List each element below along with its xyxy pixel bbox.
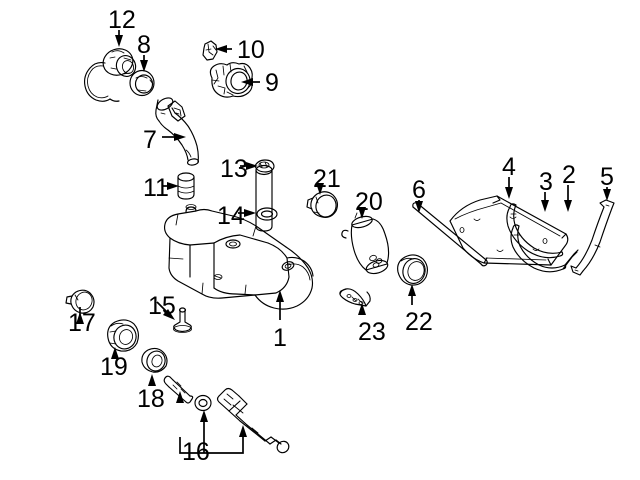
leader-12 [115, 30, 123, 47]
callout-label-16: 16 [182, 438, 210, 466]
leader-19 [111, 347, 119, 359]
callout-label-21: 21 [313, 165, 341, 193]
callout-label-3: 3 [539, 168, 553, 196]
leader-20 [358, 207, 366, 219]
part-tank-strap-front [506, 203, 564, 259]
callout-label-11: 11 [143, 174, 169, 202]
callout-label-23: 23 [358, 318, 386, 346]
part-drain-plug [173, 307, 192, 333]
leader-16 [176, 391, 247, 454]
part-bushing [141, 347, 168, 373]
part-filler-cap-ring [129, 69, 155, 97]
callout-label-20: 20 [355, 188, 383, 216]
part-grommet-large [107, 319, 140, 352]
callout-label-15: 15 [148, 292, 176, 320]
callout-label-2: 2 [562, 161, 576, 189]
callout-label-5: 5 [600, 163, 614, 191]
part-curved-bracket [570, 199, 615, 276]
leader-17 [76, 307, 84, 324]
callout-label-7: 7 [143, 126, 157, 154]
callout-label-13: 13 [220, 155, 248, 183]
leader-10 [215, 45, 232, 53]
part-fuel-filter [341, 211, 390, 275]
leader-21 [316, 183, 324, 195]
leader-5 [603, 187, 611, 201]
leader-14 [238, 209, 256, 217]
leader-22 [408, 284, 416, 305]
callout-label-17: 17 [68, 309, 96, 337]
callout-label-1: 1 [273, 324, 287, 352]
leader-4 [505, 177, 513, 199]
leader-23 [358, 303, 366, 315]
callout-label-6: 6 [412, 176, 426, 204]
part-fuel-cap-tether [83, 48, 137, 102]
part-filler-neck [155, 97, 200, 166]
leader-2 [564, 185, 572, 212]
leader-18 [148, 374, 156, 386]
part-support-rod [412, 202, 488, 267]
leader-8 [140, 55, 148, 72]
leader-13 [240, 162, 258, 170]
part-seal-oring [256, 207, 278, 221]
callout-label-18: 18 [137, 385, 165, 413]
part-pump-clip [202, 40, 218, 61]
leader-11 [163, 182, 179, 190]
callout-label-12: 12 [108, 6, 136, 34]
part-heat-shield [449, 195, 569, 266]
part-tank-strap-rear [510, 224, 579, 273]
leader-1 [276, 290, 284, 320]
part-fuel-tank [163, 204, 314, 310]
leader-3 [541, 192, 549, 212]
leader-6 [415, 200, 423, 213]
part-vent-hose [177, 172, 195, 200]
callout-label-22: 22 [405, 308, 433, 336]
callout-label-4: 4 [502, 153, 516, 181]
callout-label-9: 9 [265, 69, 279, 97]
leader-7 [162, 133, 186, 141]
callout-label-14: 14 [217, 202, 245, 230]
callout-label-10: 10 [237, 36, 265, 64]
part-mounting-bracket [339, 288, 371, 307]
leader-15 [156, 301, 175, 320]
part-valve-cap [306, 191, 339, 218]
leader-9 [241, 78, 260, 86]
callout-label-8: 8 [137, 31, 151, 59]
callout-label-19: 19 [100, 353, 128, 381]
part-ring-seal [397, 254, 429, 286]
part-fuel-pump-module [209, 62, 253, 98]
part-fuel-injector-assembly [163, 375, 290, 454]
